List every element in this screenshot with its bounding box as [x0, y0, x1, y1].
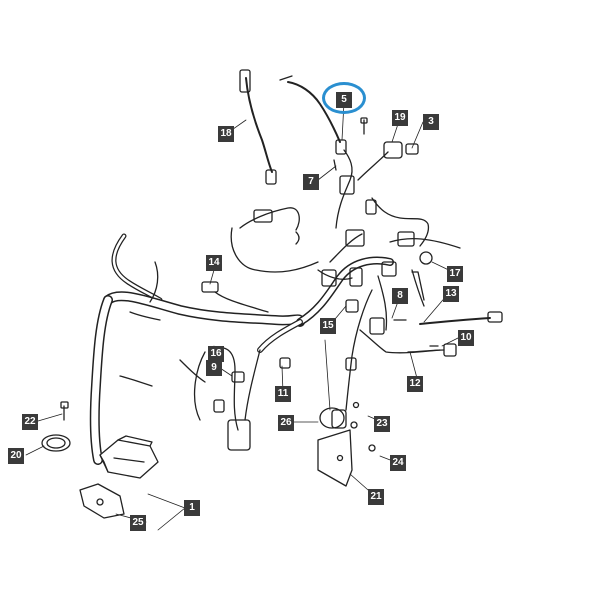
- callout-17[interactable]: 17: [447, 266, 463, 282]
- callout-13[interactable]: 13: [443, 286, 459, 302]
- callout-1[interactable]: 1: [184, 500, 200, 516]
- callout-12[interactable]: 12: [407, 376, 423, 392]
- callout-24[interactable]: 24: [390, 455, 406, 471]
- callout-25[interactable]: 25: [130, 515, 146, 531]
- fasteners: [333, 117, 439, 347]
- callout-23[interactable]: 23: [374, 416, 390, 432]
- callout-5[interactable]: 5: [336, 92, 352, 108]
- main-harness-trunk: [89, 233, 394, 465]
- sensor-cables: [239, 69, 503, 357]
- callout-10[interactable]: 10: [458, 330, 474, 346]
- callout-19[interactable]: 19: [392, 110, 408, 126]
- callout-3[interactable]: 3: [423, 114, 439, 130]
- part-5-highlight-ring: [322, 82, 366, 114]
- callout-14[interactable]: 14: [206, 255, 222, 271]
- callout-18[interactable]: 18: [218, 126, 234, 142]
- callout-21[interactable]: 21: [368, 489, 384, 505]
- connectors: [201, 141, 433, 451]
- relay-and-mount: [317, 401, 376, 487]
- callout-16[interactable]: 16: [208, 346, 224, 362]
- control-module: [99, 435, 159, 479]
- callout-26[interactable]: 26: [278, 415, 294, 431]
- callout-8[interactable]: 8: [392, 288, 408, 304]
- bracket: [79, 483, 125, 519]
- callout-15[interactable]: 15: [320, 318, 336, 334]
- callout-20[interactable]: 20: [8, 448, 24, 464]
- callout-22[interactable]: 22: [22, 414, 38, 430]
- callout-7[interactable]: 7: [303, 174, 319, 190]
- clamp: [41, 401, 71, 452]
- callout-9[interactable]: 9: [206, 360, 222, 376]
- callout-11[interactable]: 11: [275, 386, 291, 402]
